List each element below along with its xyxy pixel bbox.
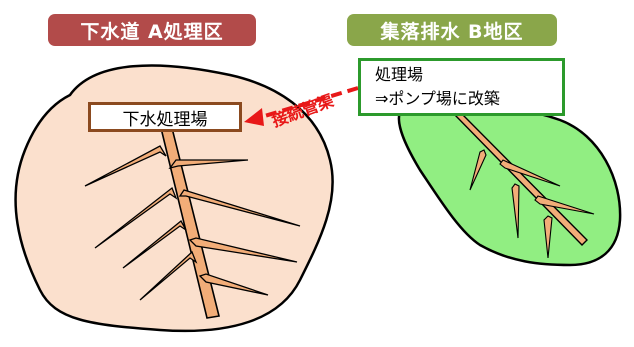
connection-arrowhead [244, 108, 264, 126]
district-a-branch-pipe [198, 273, 269, 296]
district-a-branch-pipe [168, 159, 249, 170]
district-a-branch-pipe [122, 220, 187, 269]
district-b-branch-pipe [499, 159, 561, 187]
district-a-branch-pipe [84, 145, 167, 187]
district-b-sewer-network [453, 111, 595, 259]
district-b-branch-pipe [511, 183, 520, 239]
district-a-title: 下水道 A処理区 [48, 14, 256, 46]
connection-pipe-arrow [244, 86, 359, 126]
district-a-branch-pipe [188, 237, 298, 263]
district-a-branch-pipe [178, 189, 301, 227]
sewage-treatment-plant-label: 下水処理場 [122, 109, 208, 130]
district-a-branch-pipe [139, 250, 198, 301]
district-b-branch-pipe [534, 195, 595, 215]
district-b-branch-pipe [469, 149, 487, 191]
treatment-facility-label: 処理場 [375, 65, 424, 84]
district-b-branch-pipe [543, 215, 553, 259]
district-b-title: 集落排水 B地区 [347, 14, 557, 46]
district-a-sewer-network [84, 127, 301, 319]
district-a-branch-pipe [94, 186, 178, 249]
sewage-treatment-plant-box: 下水処理場 [88, 102, 242, 132]
treatment-facility-box: 処理場 ⇒ポンプ場に改築 [358, 58, 565, 116]
pump-station-conversion-label: ⇒ポンプ場に改築 [375, 89, 500, 108]
